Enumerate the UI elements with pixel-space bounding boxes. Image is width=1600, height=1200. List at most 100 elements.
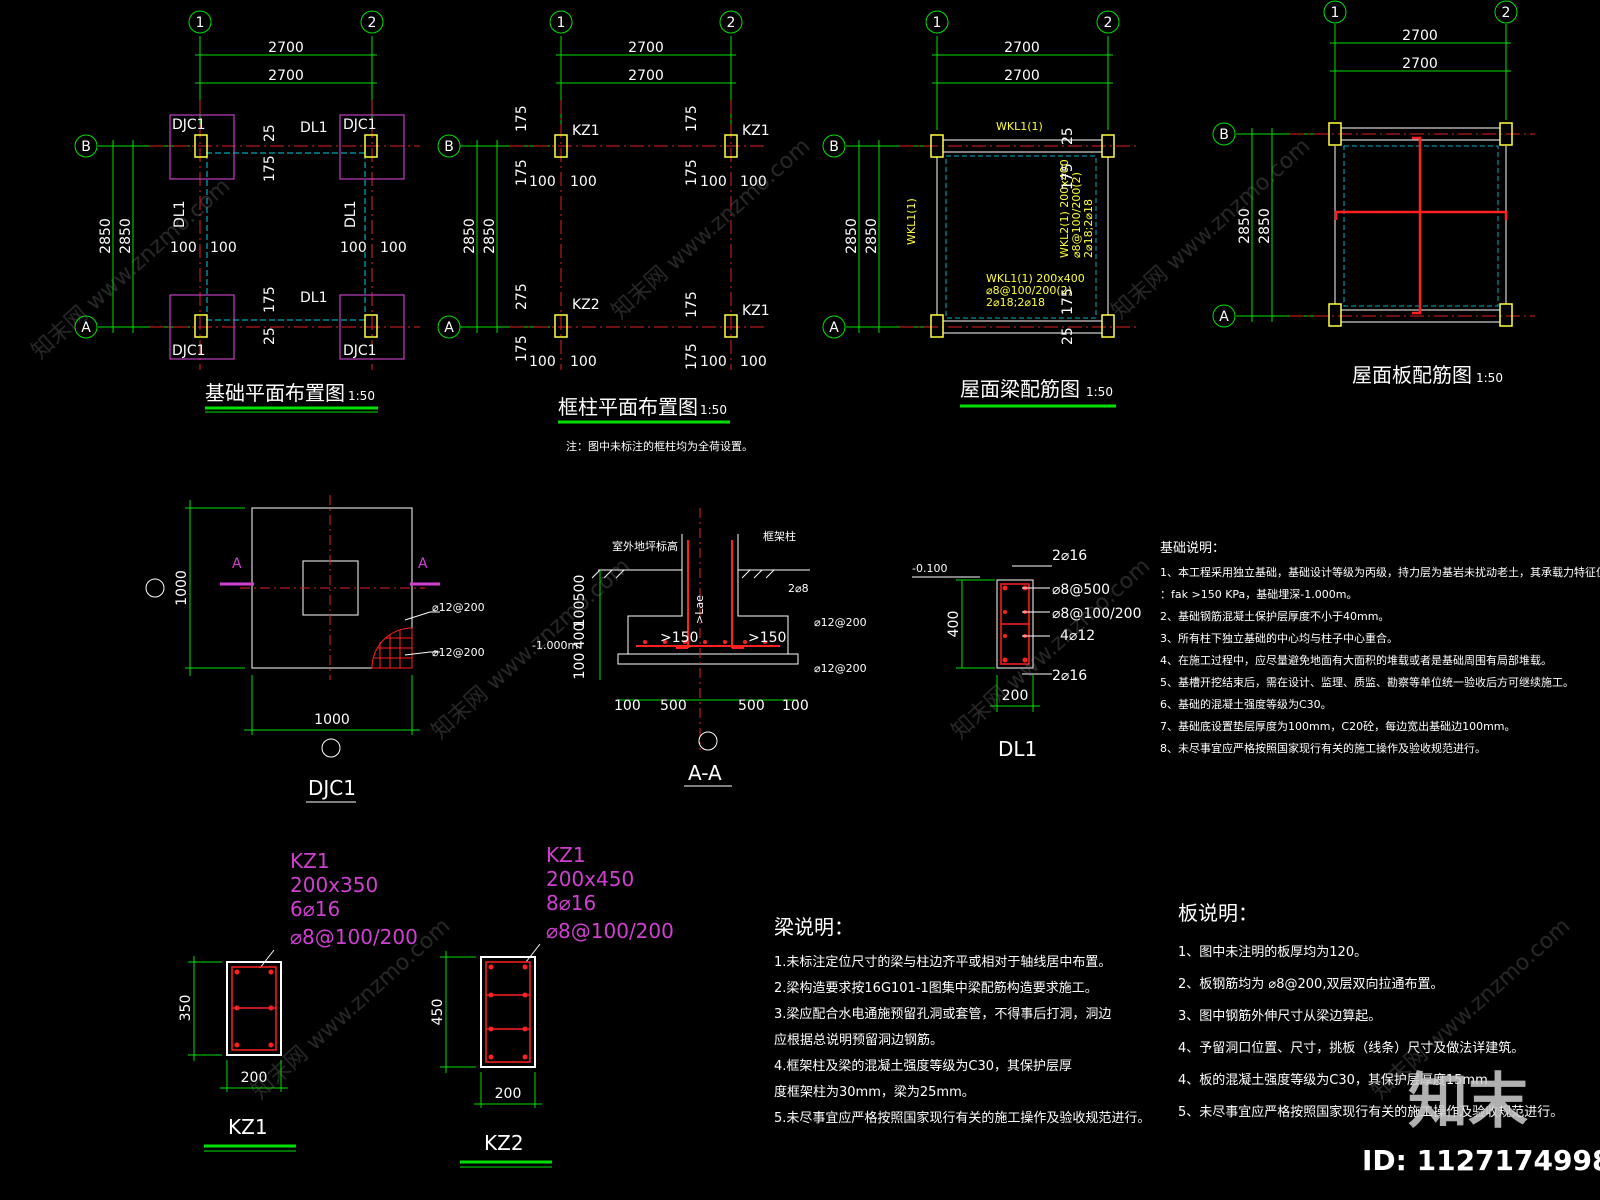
label-kz1: KZ1	[742, 303, 770, 319]
dim-span-x: 2700	[1402, 28, 1438, 44]
dim-span-x: 2700	[1004, 40, 1040, 56]
dim-span-y: 2850	[118, 218, 134, 254]
dim-100: 100	[570, 174, 597, 190]
dim-span-x: 2700	[1004, 68, 1040, 84]
label-wkl1: WKL1(1)	[996, 120, 1043, 133]
label-dl1: DL1	[343, 201, 359, 229]
anchorage-label: >Lae	[693, 595, 706, 624]
note-line: 1.未标注定位尺寸的梁与柱边齐平或相对于轴线居中布置。	[774, 954, 1111, 970]
label-kz1: KZ1	[572, 123, 600, 139]
detail-title: DJC1	[308, 776, 356, 800]
column-stirrups: ⌀8@100/200	[290, 925, 418, 949]
dim-100: 100	[380, 240, 407, 256]
dim-175: 175	[684, 343, 700, 370]
dim-1000: 1000	[314, 712, 350, 728]
plan-scale: 1:50	[700, 403, 727, 417]
dim-span-y: 2850	[844, 218, 860, 254]
dim-500: 500	[572, 575, 588, 602]
dim-175: 175	[684, 291, 700, 318]
axis-bubble-b: B	[444, 139, 454, 155]
dim-200: 200	[241, 1070, 268, 1086]
dim-100: 100	[614, 698, 641, 714]
dim-175: 175	[684, 159, 700, 186]
label-djc1: DJC1	[172, 117, 206, 133]
dim-100: 100	[529, 354, 556, 370]
note-line: 4、板的混凝土强度等级为C30，其保护层厚度15mm	[1178, 1072, 1488, 1088]
dim-25: 25	[262, 124, 278, 142]
plan-title: 框柱平面布置图	[558, 395, 698, 419]
column-bars: 6⌀16	[290, 897, 340, 921]
dim-100: 100	[572, 601, 588, 628]
wkl2-spec: ⌀8@100/200(2)	[1070, 172, 1083, 258]
watermark-site: 知末网 www.znzmo.com	[607, 134, 815, 325]
axis-bubble-b: B	[829, 139, 839, 155]
dim-200: 200	[495, 1086, 522, 1102]
dim-175: 175	[1060, 288, 1076, 315]
dim-span-y: 2850	[98, 218, 114, 254]
label-djc1: DJC1	[343, 343, 377, 359]
plan-scale: 1:50	[1086, 385, 1113, 399]
notes-heading: 梁说明：	[774, 915, 854, 939]
axis-bubble-a: A	[81, 320, 91, 336]
roof-slab-plan: 1 2 B A 2700 2700 2850 2850 屋面板配筋图 1:50	[1212, 0, 1535, 387]
dim-500: 500	[738, 698, 765, 714]
dim-175: 175	[514, 105, 530, 132]
dim-1000: 1000	[174, 570, 190, 606]
dim-100: 100	[572, 653, 588, 680]
djc1-detail: A A ⌀12@200 ⌀12@200 1000 1000 DJC1	[145, 495, 485, 803]
notes-heading: 基础说明：	[1160, 541, 1225, 556]
dim-100: 100	[170, 240, 197, 256]
note-line: 4.框架柱及梁的混凝土强度等级为C30，其保护层厚	[774, 1058, 1072, 1074]
dim-span-x: 2700	[1402, 56, 1438, 72]
column-size: 200x350	[290, 873, 378, 897]
axis-bubble-1: 1	[557, 15, 566, 31]
note-line: 2、基础钢筋混凝土保护层厚度不小于40mm。	[1160, 609, 1389, 623]
plan-scale: 1:50	[348, 389, 375, 403]
dim-span-x: 2700	[628, 68, 664, 84]
axis-bubble-1: 1	[1331, 5, 1340, 21]
dim-175: 175	[684, 105, 700, 132]
dim-100: 100	[210, 240, 237, 256]
roof-beam-plan: 1 2 B A 2700 2700 2850 2850 WKL1(1) WKL1…	[822, 10, 1140, 408]
rebar-label: 2⌀16	[1052, 668, 1087, 684]
column-bars: 8⌀16	[546, 891, 596, 915]
dim-175: 175	[514, 159, 530, 186]
dim-span-y: 2850	[864, 218, 880, 254]
label-dl1: DL1	[300, 120, 328, 136]
dim-100: 100	[740, 174, 767, 190]
plan-note: 注：图中未标注的框柱均为全荷设置。	[566, 439, 753, 453]
note-line: 5、未尽事宜应严格按照国家现行有关的施工操作及验收规范进行。	[1178, 1104, 1563, 1120]
dim-175: 175	[1060, 163, 1076, 190]
watermark-id: ID: 1127174998	[1362, 1144, 1600, 1177]
axis-bubble-1: 1	[196, 15, 205, 31]
axis-bubble-2: 2	[368, 15, 377, 31]
rebar-label: 4⌀12	[1060, 628, 1095, 644]
plan-title: 屋面板配筋图	[1352, 363, 1472, 387]
dim-100: 100	[529, 174, 556, 190]
wkl2-spec: WKL2(1) 200x400	[1058, 159, 1071, 258]
watermark-brand: 知末	[1408, 1067, 1528, 1137]
column-label: 框架柱	[763, 529, 796, 543]
kz1-section: KZ1 200x350 6⌀16 ⌀8@100/200 350 200 KZ1	[178, 849, 418, 1152]
dim-gt150: >150	[748, 630, 786, 646]
dim-span-y: 2850	[1257, 208, 1273, 244]
note-line: 3.梁应配合水电通施预留孔洞或套管，不得事后打洞，洞边	[774, 1006, 1111, 1022]
dim-175: 175	[262, 155, 278, 182]
dim-175: 175	[514, 335, 530, 362]
note-line: 应根据总说明预留洞边钢筋。	[774, 1032, 943, 1048]
label-kz1: KZ1	[742, 123, 770, 139]
note-line: 3、所有柱下独立基础的中心均与柱子中心重合。	[1160, 631, 1398, 645]
dim-span-y: 2850	[1237, 208, 1253, 244]
column-name: KZ1	[546, 843, 586, 867]
dim-100: 100	[340, 240, 367, 256]
axis-bubble-1: 1	[933, 15, 942, 31]
wkl2-spec: 2⌀18;2⌀18	[1082, 199, 1095, 258]
column-name: KZ1	[290, 849, 330, 873]
axis-bubble-a: A	[1219, 309, 1229, 325]
dim-100: 100	[570, 354, 597, 370]
dim-275: 275	[514, 283, 530, 310]
note-line: 4、在施工过程中，应尽量避免地面有大面积的堆载或者是基础周围有局部堆载。	[1160, 653, 1552, 667]
dim-175: 175	[262, 286, 278, 313]
axis-bubble-2: 2	[1104, 15, 1113, 31]
dim-100: 100	[782, 698, 809, 714]
